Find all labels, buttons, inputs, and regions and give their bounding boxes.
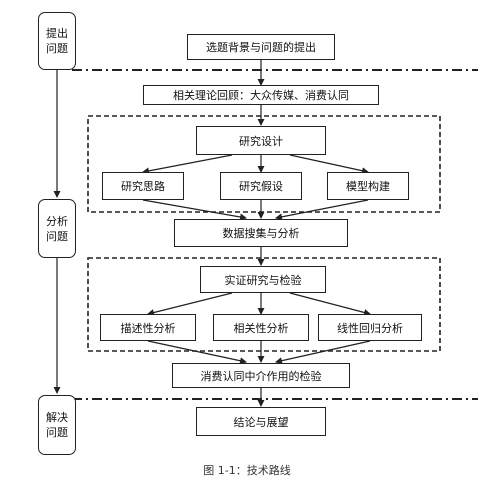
node-descriptive-analysis: 描述性分析 bbox=[100, 314, 196, 341]
empirical-group-frame bbox=[87, 257, 441, 352]
stage-analyze-problem: 分析问题 bbox=[38, 199, 76, 258]
node-research-design: 研究设计 bbox=[196, 126, 326, 155]
stage-solve-problem: 解决问题 bbox=[38, 395, 76, 455]
node-model-building: 模型构建 bbox=[327, 172, 409, 200]
node-mediation-test: 消费认同中介作用的检验 bbox=[172, 363, 350, 388]
node-research-hypothesis: 研究假设 bbox=[220, 172, 302, 200]
node-linear-regression: 线性回归分析 bbox=[318, 314, 422, 341]
node-correlation-analysis: 相关性分析 bbox=[213, 314, 309, 341]
node-topic: 选题背景与问题的提出 bbox=[187, 34, 335, 60]
node-conclusion: 结论与展望 bbox=[196, 407, 326, 436]
figure-caption: 图 1-1：技术路线 bbox=[203, 464, 291, 477]
node-data-collection: 数据搜集与分析 bbox=[174, 219, 348, 247]
node-theory: 相关理论回顾：大众传媒、消费认同 bbox=[143, 85, 379, 105]
stage-raise-problem: 提出问题 bbox=[38, 12, 76, 70]
node-empirical-test: 实证研究与检验 bbox=[200, 266, 326, 293]
node-research-idea: 研究思路 bbox=[102, 172, 184, 200]
